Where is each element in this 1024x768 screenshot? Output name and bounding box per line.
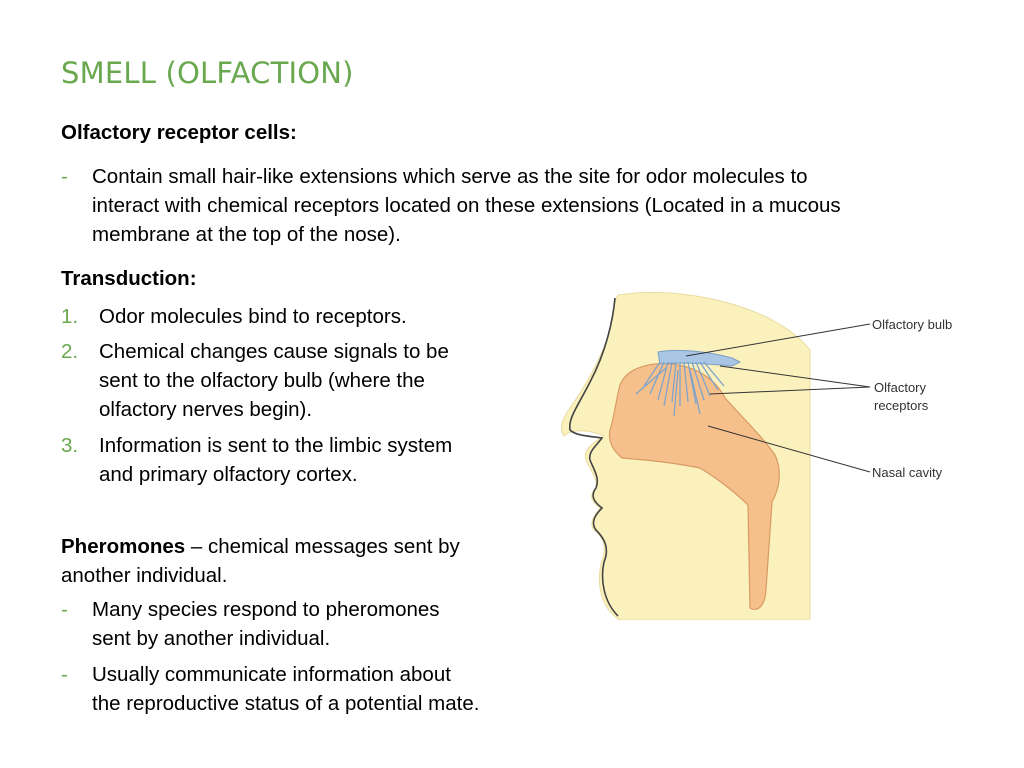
dash-marker: - [61,598,68,621]
label-nasal-cavity: Nasal cavity [872,465,943,480]
step-number: 3. [61,434,79,457]
step-line: olfactory nerves begin). [99,398,313,421]
pheromones-bullet-line: Usually communicate information about [92,663,451,686]
pheromones-definition: Pheromones – chemical messages sent by a… [61,532,460,590]
pheromones-bullet-line: Many species respond to pheromones [92,598,440,621]
pheromones-term: Pheromones [61,535,186,558]
pheromones-definition-line-1: Pheromones – chemical messages sent by [61,532,460,561]
dash-marker: - [61,165,68,188]
nasal-cavity [608,363,780,611]
step-line: Odor molecules bind to receptors. [99,305,407,328]
step-number: 2. [61,340,79,363]
receptor-heading: Olfactory receptor cells: [61,121,297,144]
receptor-bullet: - Contain small hair-like extensions whi… [61,162,841,249]
label-olfactory-receptors-line-2: receptors [874,398,929,413]
step-line: Chemical changes cause signals to be [99,340,449,363]
olfactory-receptors [635,361,725,417]
leader-lines [685,323,871,473]
pheromones-bullet: - Usually communicate information about … [61,660,479,718]
receptor-bullet-text: Contain small hair-like extensions which… [92,162,841,249]
step-text: Odor molecules bind to receptors. [99,302,407,331]
step-text: Information is sent to the limbic system… [99,431,452,489]
receptor-bullet-line-2: interact with chemical receptors located… [92,194,841,217]
transduction-step: 2. Chemical changes cause signals to be … [61,337,449,424]
step-text: Chemical changes cause signals to be sen… [99,337,449,424]
transduction-heading: Transduction: [61,267,197,290]
slide-title: SMELL (OLFACTION) [61,56,354,90]
label-olfactory-bulb: Olfactory bulb [872,317,952,332]
transduction-step: 1. Odor molecules bind to receptors. [61,302,407,331]
step-line: and primary olfactory cortex. [99,463,358,486]
step-number: 1. [61,305,79,328]
pheromones-bullet-text: Usually communicate information about th… [92,660,479,718]
pheromones-definition-text: – chemical messages sent by [185,535,460,558]
transduction-step: 3. Information is sent to the limbic sys… [61,431,452,489]
pheromones-bullet-line: the reproductive status of a potential m… [92,692,480,715]
olfaction-diagram-svg: Olfactory bulb Olfactory receptors Nasal… [561,292,952,621]
step-line: Information is sent to the limbic system [99,434,453,457]
label-olfactory-receptors-line-1: Olfactory [874,380,927,395]
olfaction-diagram: Olfactory bulb Olfactory receptors Nasal… [560,290,980,621]
pheromones-bullet-text: Many species respond to pheromones sent … [92,595,440,653]
pheromones-bullet-line: sent by another individual. [92,627,331,650]
face-outline [568,297,619,617]
pheromones-bullet: - Many species respond to pheromones sen… [61,595,440,653]
step-line: sent to the olfactory bulb (where the [99,369,425,392]
pheromones-definition-line-2: another individual. [61,564,228,587]
receptor-bullet-line-1: Contain small hair-like extensions which… [92,165,808,188]
dash-marker: - [61,663,68,686]
receptor-bullet-line-3: membrane at the top of the nose). [92,223,401,246]
